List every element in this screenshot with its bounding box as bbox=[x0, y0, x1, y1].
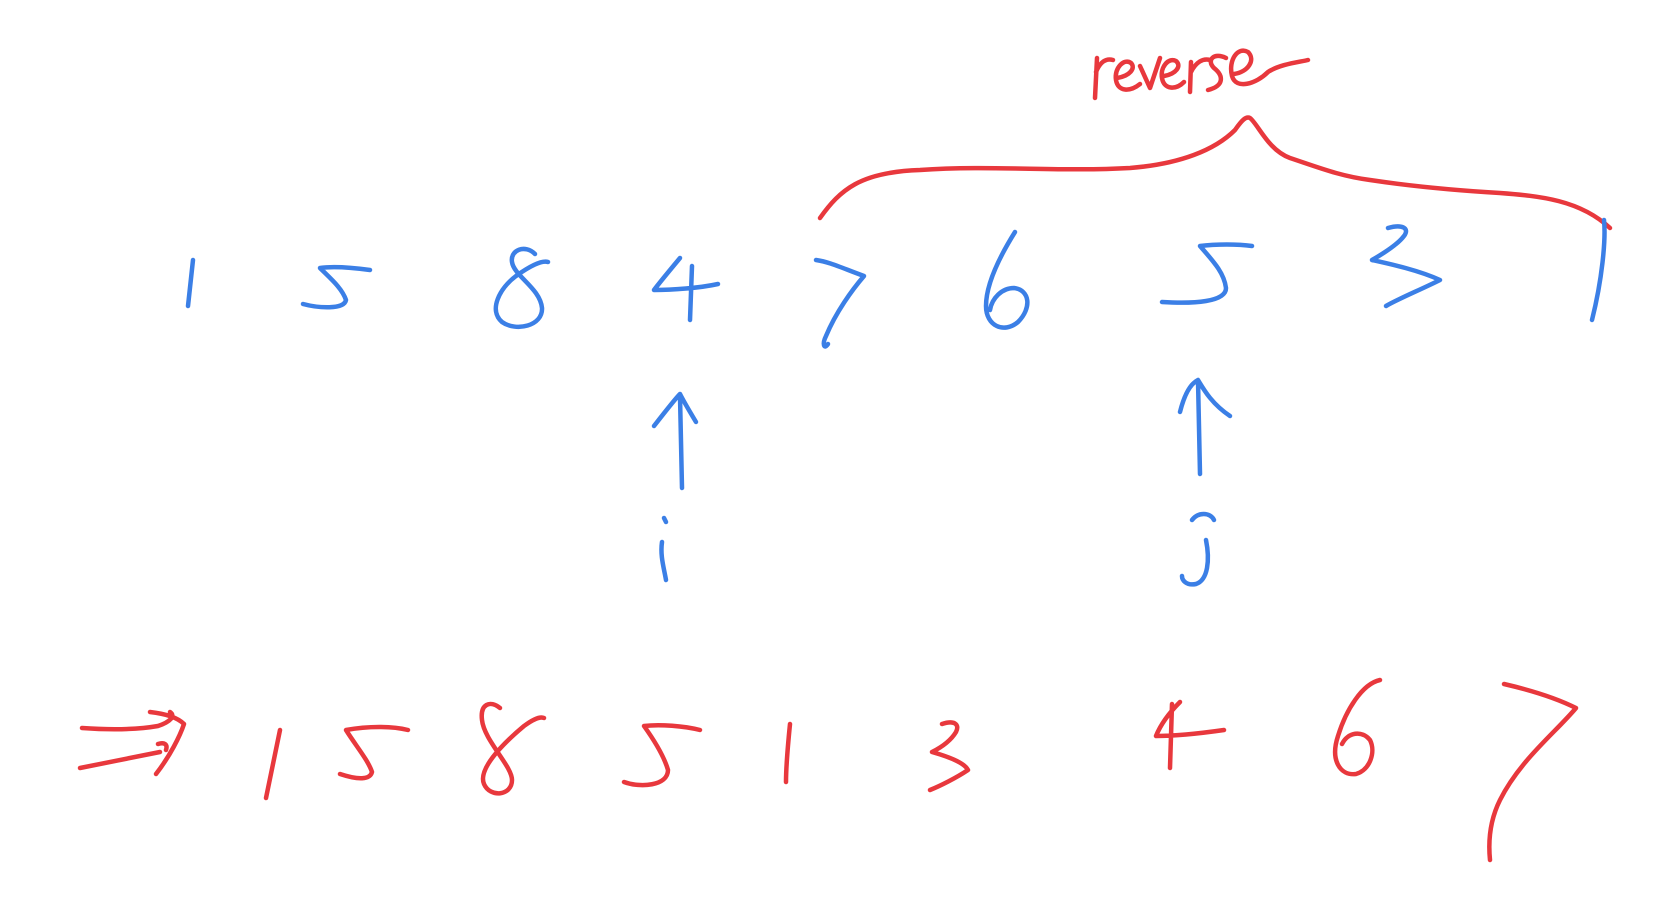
original-glyph-5 bbox=[983, 229, 1030, 330]
reverse-brace bbox=[817, 115, 1613, 231]
result-sequence: ⇒ 1 5 8 5 1 3 4 6 7 bbox=[0, 0, 1579, 863]
result-glyph-2 bbox=[479, 701, 547, 796]
pointer-i-arrow bbox=[651, 391, 699, 491]
result-glyph-3 bbox=[621, 722, 703, 788]
result-glyph-0 bbox=[263, 727, 283, 801]
original-sequence: 1 5 8 4 7 6 5 3 1 bbox=[185, 217, 1607, 349]
original-glyph-1 bbox=[300, 264, 373, 310]
result-glyph-6 bbox=[1153, 699, 1227, 771]
original-glyph-4 bbox=[813, 257, 867, 349]
original-glyph-7 bbox=[1369, 224, 1443, 309]
result-glyph-1 bbox=[337, 724, 411, 781]
pointer-j: j bbox=[1177, 377, 1233, 587]
result-glyph-4 bbox=[783, 721, 793, 785]
result-glyph-7 bbox=[1332, 677, 1383, 777]
original-glyph-3 bbox=[651, 255, 721, 323]
original-glyph-2 bbox=[493, 246, 551, 329]
pointer-i: i bbox=[651, 391, 699, 583]
original-glyph-0 bbox=[185, 257, 196, 309]
reverse-label: reverse bbox=[1090, 68, 1094, 71]
original-glyph-8 bbox=[1589, 217, 1607, 323]
pointer-i-glyph bbox=[659, 515, 669, 583]
original-glyph-6 bbox=[1159, 242, 1255, 305]
result-digit-8: 7 bbox=[0, 0, 1, 1]
implies-arrow-glyph bbox=[77, 709, 187, 777]
result-glyph-8 bbox=[1487, 681, 1579, 863]
reverse-annotation: reverse bbox=[817, 48, 1613, 231]
pointer-j-arrow bbox=[1177, 377, 1233, 477]
reverse-label-handwriting: reverse bbox=[1090, 48, 1311, 101]
result-glyph-5 bbox=[927, 720, 971, 793]
pointer-j-glyph bbox=[1179, 511, 1217, 587]
